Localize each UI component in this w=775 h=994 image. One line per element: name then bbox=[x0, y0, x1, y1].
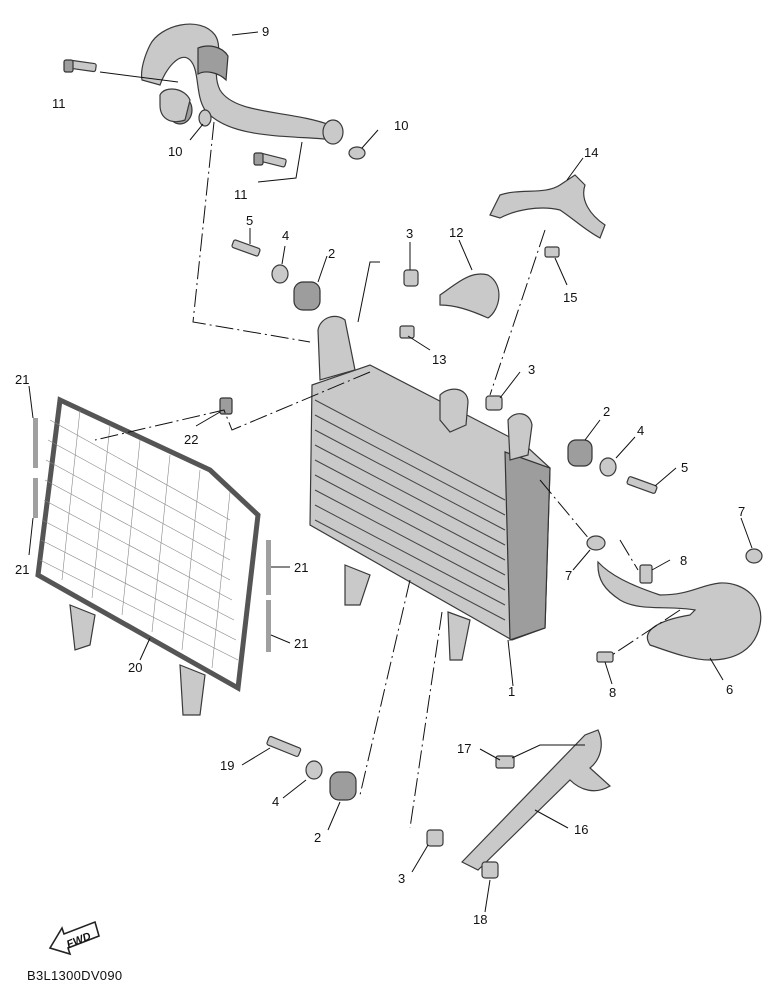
callout-20: 20 bbox=[128, 660, 142, 675]
callout-3-top: 3 bbox=[406, 226, 413, 241]
o-ring-part-10-right bbox=[348, 146, 366, 160]
callout-21-top-left: 21 bbox=[15, 372, 29, 387]
callout-10-right: 10 bbox=[394, 118, 408, 133]
callout-7-right: 7 bbox=[738, 504, 745, 519]
o-ring-part-7-left bbox=[586, 535, 606, 551]
bolt-part-19 bbox=[266, 735, 302, 758]
o-ring-part-10-left bbox=[198, 109, 212, 127]
bolt-part-13 bbox=[399, 325, 415, 339]
upper-hose-part-9 bbox=[140, 23, 344, 145]
diagram-code: B3L1300DV090 bbox=[27, 968, 122, 983]
bolt-part-11-top bbox=[63, 59, 97, 73]
callout-21-right-bottom: 21 bbox=[294, 636, 308, 651]
grommet-part-2-top bbox=[293, 281, 321, 311]
callout-8-bottom: 8 bbox=[609, 685, 616, 700]
stay-part-16 bbox=[460, 729, 612, 871]
callout-11-top: 11 bbox=[52, 96, 66, 111]
radiator-grille-part-20 bbox=[35, 396, 261, 716]
bracket-part-14 bbox=[489, 174, 606, 239]
bolt-part-11-middle bbox=[253, 152, 287, 168]
callout-17: 17 bbox=[457, 741, 471, 756]
callout-5-top: 5 bbox=[246, 213, 253, 228]
clip-part-22 bbox=[219, 397, 233, 415]
callout-4-top: 4 bbox=[282, 228, 289, 243]
leader-lines bbox=[28, 31, 753, 913]
callout-3-bottom: 3 bbox=[398, 871, 405, 886]
grommet-part-2-bottom bbox=[329, 771, 357, 801]
bolt-part-5-right bbox=[626, 476, 658, 494]
callout-8-top: 8 bbox=[680, 553, 687, 568]
strip-part-21-a bbox=[33, 418, 38, 468]
strip-part-21-d bbox=[266, 600, 271, 652]
washer-part-4-right bbox=[599, 457, 617, 477]
callout-14: 14 bbox=[584, 145, 598, 160]
nut-part-18 bbox=[481, 861, 499, 879]
callout-labels: 1 2 2 2 3 3 3 4 4 4 5 5 6 7 7 8 8 9 10 1… bbox=[15, 24, 745, 927]
callout-11-middle: 11 bbox=[234, 187, 248, 202]
callout-3-right: 3 bbox=[528, 362, 535, 377]
collar-part-3-bottom bbox=[426, 829, 444, 847]
strip-part-21-b bbox=[33, 478, 38, 518]
callout-18: 18 bbox=[473, 912, 487, 927]
washer-part-4-bottom bbox=[305, 760, 323, 780]
strip-part-21-c bbox=[266, 540, 271, 595]
callout-4-bottom: 4 bbox=[272, 794, 279, 809]
collar-part-3-right bbox=[485, 395, 503, 411]
callout-7-left: 7 bbox=[565, 568, 572, 583]
callout-13: 13 bbox=[432, 352, 446, 367]
grommet-part-2-right bbox=[567, 439, 593, 467]
callout-6: 6 bbox=[726, 682, 733, 697]
callout-10-left: 10 bbox=[168, 144, 182, 159]
bolt-part-8-top bbox=[639, 564, 653, 584]
callout-21-bottom-left: 21 bbox=[15, 562, 29, 577]
callout-2-top: 2 bbox=[328, 246, 335, 261]
callout-12: 12 bbox=[449, 225, 463, 240]
washer-part-4-top bbox=[271, 264, 289, 284]
callout-2-bottom: 2 bbox=[314, 830, 321, 845]
alignment-lines bbox=[94, 121, 681, 829]
callout-1: 1 bbox=[508, 684, 515, 699]
oil-cooler-part-1 bbox=[309, 315, 551, 661]
lower-hose-part-6 bbox=[597, 560, 762, 661]
callout-5-right: 5 bbox=[681, 460, 688, 475]
bolt-part-17 bbox=[495, 755, 515, 769]
callout-21-right-top: 21 bbox=[294, 560, 308, 575]
collar-part-3-top bbox=[403, 269, 419, 287]
bolt-part-5-top bbox=[231, 239, 261, 257]
bolt-part-8-bottom bbox=[596, 651, 614, 663]
fwd-arrow-icon: FWD bbox=[48, 920, 100, 956]
clamp-part-12 bbox=[439, 273, 500, 319]
callout-19: 19 bbox=[220, 758, 234, 773]
callout-2-right: 2 bbox=[603, 404, 610, 419]
callout-22: 22 bbox=[184, 432, 198, 447]
callout-9: 9 bbox=[262, 24, 269, 39]
o-ring-part-7-right bbox=[745, 548, 763, 564]
callout-16: 16 bbox=[574, 822, 588, 837]
callout-4-right: 4 bbox=[637, 423, 644, 438]
callout-15: 15 bbox=[563, 290, 577, 305]
bolt-part-15 bbox=[544, 246, 560, 258]
